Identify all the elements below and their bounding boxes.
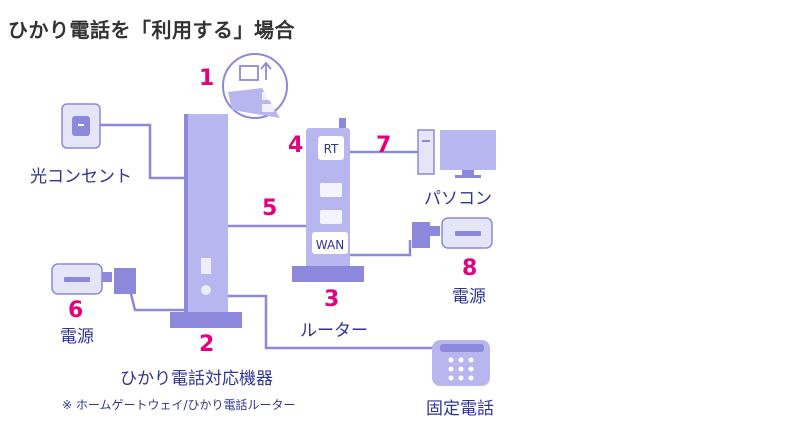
pc-icon bbox=[417, 129, 496, 178]
power-right-label: 電源 bbox=[452, 287, 486, 307]
fixed-phone-label: 固定電話 bbox=[426, 399, 494, 419]
router-rt-port-label: RT bbox=[324, 142, 339, 156]
power-outlet-right-icon bbox=[412, 217, 493, 249]
step-number-5: 5 bbox=[262, 196, 278, 221]
power-outlet-left-icon bbox=[51, 263, 136, 295]
cable-power-to-device bbox=[128, 289, 184, 312]
cable-router-power bbox=[350, 240, 412, 257]
router-icon: RT WAN bbox=[292, 118, 364, 282]
step-number-4: 4 bbox=[288, 133, 304, 158]
cables bbox=[98, 123, 440, 350]
hikari-device-icon bbox=[170, 114, 242, 328]
optical-outlet-icon bbox=[61, 103, 101, 149]
page-title: ひかり電話を「利用する」場合 bbox=[8, 18, 295, 42]
hikari-device-label: ひかり電話対応機器 bbox=[120, 369, 273, 389]
router-wan-port-label: WAN bbox=[316, 238, 344, 252]
cable-device-to-phone bbox=[228, 294, 440, 350]
power-left-label: 電源 bbox=[60, 327, 94, 347]
step-number-3: 3 bbox=[324, 287, 340, 312]
port-zoom-inset bbox=[222, 53, 288, 119]
device-note: ※ ホームゲートウェイ/ひかり電話ルーター bbox=[62, 398, 296, 412]
step-number-6: 6 bbox=[68, 298, 84, 323]
step-number-1: 1 bbox=[199, 66, 215, 91]
step-number-2: 2 bbox=[199, 332, 215, 357]
fixed-phone-icon bbox=[432, 340, 490, 386]
step-number-8: 8 bbox=[462, 256, 478, 281]
optical-outlet-label: 光コンセント bbox=[30, 167, 132, 187]
router-label: ルーター bbox=[300, 321, 368, 341]
step-number-7: 7 bbox=[376, 133, 392, 158]
pc-label: パソコン bbox=[424, 189, 492, 209]
cable-outlet-to-device bbox=[98, 123, 184, 180]
